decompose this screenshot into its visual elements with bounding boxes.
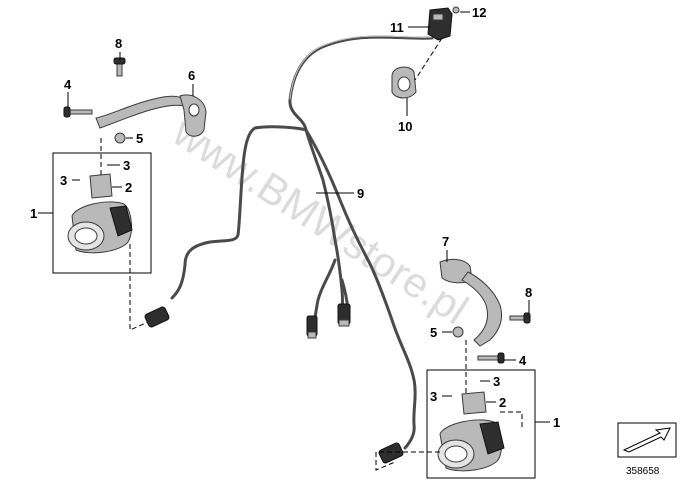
right-screw-8 [509, 312, 531, 324]
callout-2-right: 2 [499, 395, 506, 410]
left-fog-lamp [67, 201, 133, 254]
callout-8-left: 8 [115, 36, 122, 51]
left-nut-5 [114, 132, 126, 144]
harness-connector-right [378, 442, 404, 464]
callout-4-left: 4 [64, 77, 72, 92]
handlebar-switch [427, 6, 460, 41]
left-bracket [95, 94, 207, 137]
callout-2-left: 2 [125, 180, 132, 195]
right-nut-5 [452, 326, 464, 338]
callout-3a-right: 3 [493, 374, 500, 389]
callout-3a-left: 3 [123, 158, 130, 173]
callout-12: 12 [472, 5, 486, 20]
callout-1-right: 1 [553, 415, 560, 430]
left-screw-8 [113, 57, 126, 77]
callout-11: 11 [390, 20, 404, 35]
harness-connector-left [144, 306, 170, 328]
watermark-text: www.BMWstore.pl [164, 108, 476, 334]
leader-lines [38, 11, 550, 423]
switch-clamp [391, 66, 417, 99]
wiring-harness [170, 35, 434, 450]
callout-8-right: 8 [525, 285, 532, 300]
callout-5-left: 5 [136, 131, 143, 146]
left-screw-4 [63, 106, 93, 118]
diagram-id-badge: 358658 [617, 422, 677, 477]
callout-7: 7 [442, 234, 449, 249]
right-screw-4 [477, 352, 505, 364]
diagram-number: 358658 [626, 466, 660, 477]
callout-9: 9 [357, 186, 364, 201]
right-fog-lamp [437, 419, 505, 472]
right-mount-2 [461, 391, 487, 415]
callout-10: 10 [398, 119, 412, 134]
callout-5-right: 5 [430, 325, 437, 340]
harness-connector-center-a [306, 315, 318, 339]
right-bracket [439, 258, 503, 347]
callout-4-right: 4 [519, 353, 527, 368]
callout-1-left: 1 [30, 206, 37, 221]
callout-6: 6 [188, 68, 195, 83]
harness-connector-center-b [337, 303, 351, 327]
callout-3b-right: 3 [430, 389, 437, 404]
left-mount-2 [89, 173, 113, 199]
right-lamp-frame [426, 369, 536, 479]
callout-3b-left: 3 [60, 173, 67, 188]
